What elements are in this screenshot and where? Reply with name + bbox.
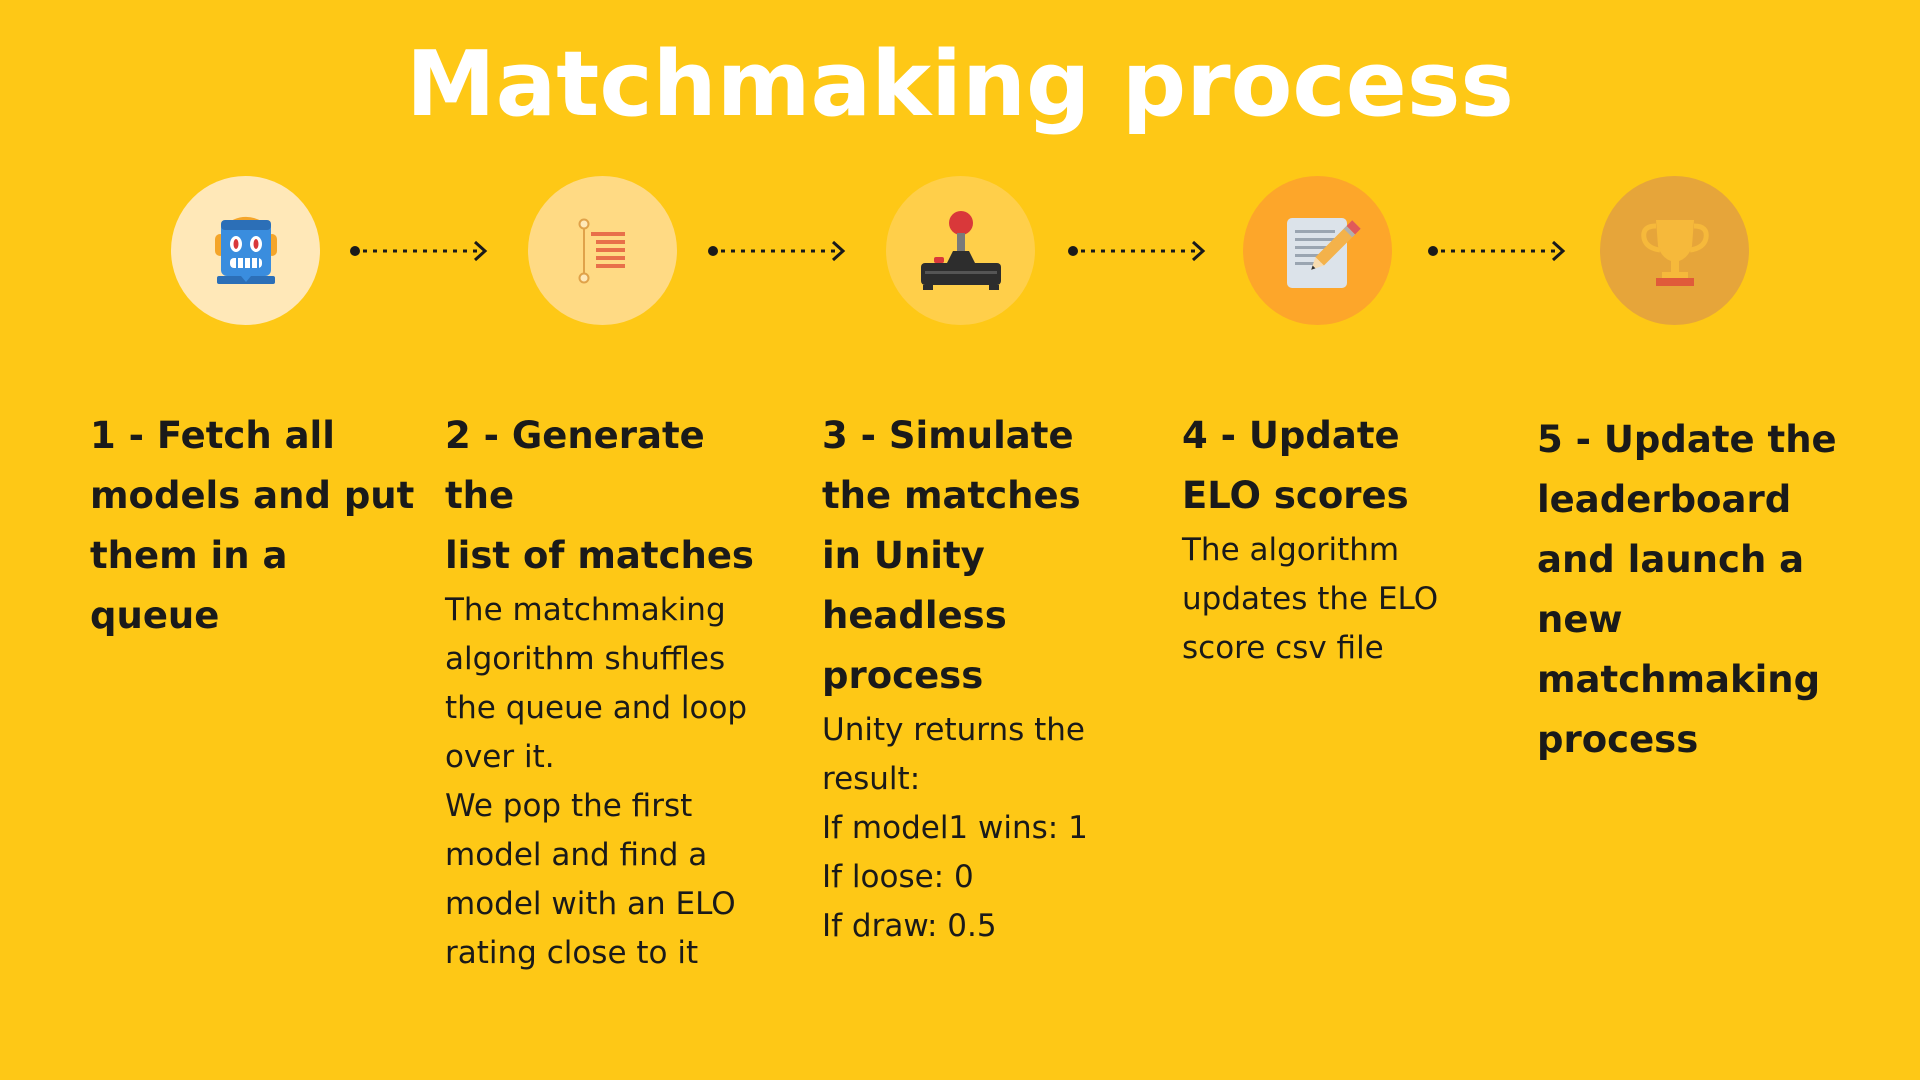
step-3-icon-circle [886, 176, 1035, 325]
step-1: 1 - Fetch all models and put them in a q… [90, 406, 420, 646]
step-2-description: The matchmaking algorithm shuffles the q… [445, 592, 748, 971]
step-1-title: 1 - Fetch all models and put them in a q… [90, 406, 420, 646]
step-1-number: 1 - [90, 414, 144, 457]
step-5-title: 5 - Update the leaderboard and launch a … [1537, 410, 1877, 770]
step-2-title-text: Generate the list of matches [445, 414, 754, 577]
step-3-title: 3 - Simulate the matches in Unity headle… [822, 406, 1152, 706]
step-5-icon-circle [1600, 176, 1749, 325]
step-4-title: 4 - Update ELO scores [1182, 406, 1512, 526]
arrow-connector-1 [350, 240, 488, 262]
step-1-icon-circle [171, 176, 320, 325]
step-4: 4 - Update ELO scores The algorithm upda… [1182, 406, 1512, 673]
step-2-icon-circle [528, 176, 677, 325]
step-3-number: 3 - [822, 414, 876, 457]
joystick-icon [920, 210, 1001, 290]
list-icon [578, 218, 625, 283]
step-3-description: Unity returns the result: If model1 wins… [822, 712, 1088, 944]
step-3-title-text: Simulate the matches in Unity headless p… [822, 414, 1081, 697]
arrow-connector-3 [1068, 240, 1206, 262]
step-2-title: 2 - Generate the list of matches [445, 406, 775, 586]
notepad-pencil-icon [1286, 217, 1361, 288]
step-1-title-text: Fetch all models and put them in a queue [90, 414, 415, 637]
trophy-icon [1640, 219, 1709, 286]
arrow-connector-2 [708, 240, 846, 262]
step-4-number: 4 - [1182, 414, 1236, 457]
step-5: 5 - Update the leaderboard and launch a … [1537, 410, 1877, 770]
step-4-description: The algorithm updates the ELO score csv … [1182, 532, 1439, 666]
step-2-number: 2 - [445, 414, 499, 457]
page-title: Matchmaking process [406, 32, 1514, 137]
step-5-number: 5 - [1537, 418, 1591, 461]
step-4-icon-circle [1243, 176, 1392, 325]
step-2: 2 - Generate the list of matches The mat… [445, 406, 775, 978]
step-3: 3 - Simulate the matches in Unity headle… [822, 406, 1152, 951]
robot-icon [214, 216, 277, 284]
arrow-connector-4 [1428, 240, 1566, 262]
step-5-title-text: Update the leaderboard and launch a new … [1537, 418, 1837, 761]
step-4-title-text: Update ELO scores [1182, 414, 1409, 517]
